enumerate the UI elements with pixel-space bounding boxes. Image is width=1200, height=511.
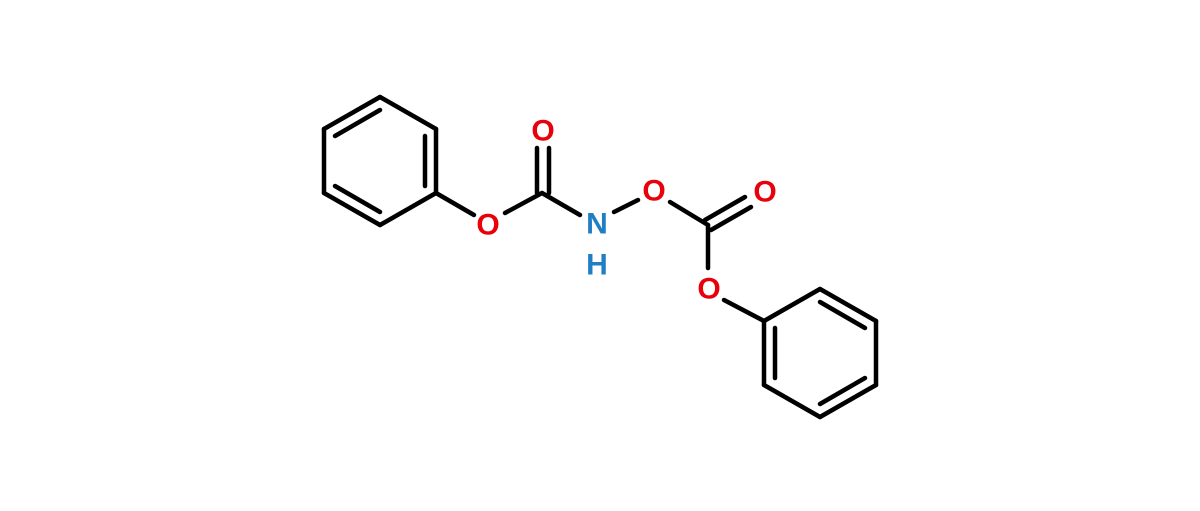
left-benzene-ring xyxy=(321,94,439,228)
left-carbamate-group xyxy=(433,145,583,218)
bond xyxy=(377,94,439,132)
bond xyxy=(817,286,879,324)
bond xyxy=(702,194,748,223)
bond xyxy=(332,107,383,139)
bond xyxy=(611,197,641,215)
bond xyxy=(433,190,477,218)
bond xyxy=(721,297,767,324)
right-carbonate-group xyxy=(611,194,767,324)
bond xyxy=(708,204,754,233)
bond xyxy=(761,382,823,420)
atom-hydrogen: H xyxy=(586,249,608,282)
bond xyxy=(332,183,383,215)
bond xyxy=(539,190,583,218)
atom-oxygen-carbonyl-right: O xyxy=(753,176,776,209)
atom-oxygen-ester-left: O xyxy=(476,209,499,242)
bond xyxy=(761,286,823,324)
atom-nitrogen: N xyxy=(586,208,608,241)
bond xyxy=(667,199,711,228)
atom-oxygen-hydroxylamine: O xyxy=(642,175,665,208)
bond xyxy=(817,299,868,331)
bond xyxy=(817,375,868,407)
bond xyxy=(377,190,439,228)
atom-oxygen-carbonyl-left: O xyxy=(531,115,554,148)
bond xyxy=(321,94,383,132)
bond xyxy=(321,190,383,228)
atom-oxygen-ester-right: O xyxy=(697,273,720,306)
right-benzene-ring xyxy=(761,286,879,420)
bond xyxy=(817,382,879,420)
bond xyxy=(502,190,545,216)
